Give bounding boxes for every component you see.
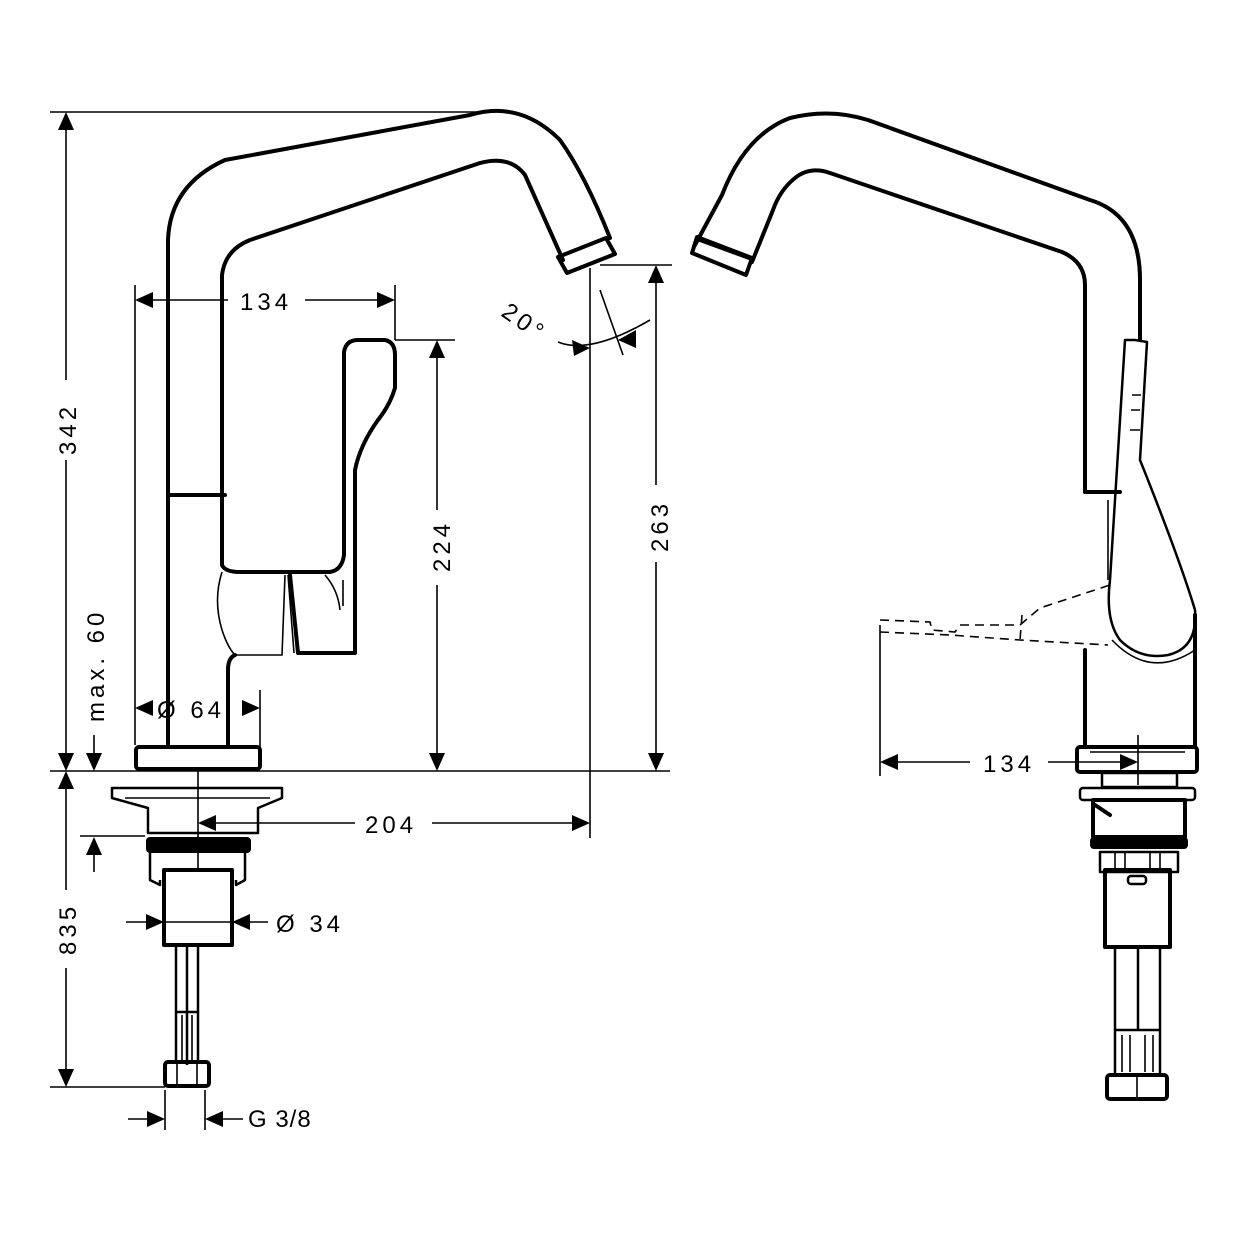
arrow-right — [147, 1111, 165, 1127]
arrow-up — [58, 771, 74, 789]
dim-hose-length: 835 — [55, 903, 82, 955]
lever-handle-grooves — [1130, 394, 1141, 431]
aerator-line — [698, 238, 754, 261]
arrow-right — [377, 292, 395, 308]
arrow-up — [58, 112, 74, 130]
dim-spout-reach: 134 — [240, 289, 292, 316]
shank-body — [162, 868, 234, 947]
arrow-left — [198, 815, 216, 831]
arrow-down — [648, 753, 664, 771]
arrow-down — [58, 1069, 74, 1087]
base-plate — [134, 745, 262, 771]
arrow-left — [205, 1111, 223, 1127]
arrow-up — [86, 837, 102, 855]
dim-lever-clearance: 134 — [983, 751, 1035, 778]
dim-spout-projection: 204 — [365, 812, 417, 839]
hose-ferrule-detail — [181, 1015, 193, 1060]
arrow-left — [232, 914, 250, 930]
arrow-right — [146, 914, 164, 930]
mounting-flange — [110, 786, 284, 835]
arrow-right — [1120, 754, 1138, 770]
dim-outlet-height: 263 — [647, 500, 674, 552]
lever-arc — [1111, 639, 1196, 664]
supply-hoses-side — [1113, 947, 1162, 1030]
arrow-left — [618, 330, 636, 348]
clamp-body-side — [1091, 798, 1187, 839]
arrow-down — [429, 753, 445, 771]
dim-swivel-angle: 20° — [497, 298, 552, 348]
lever-handle — [220, 338, 397, 655]
dimension-lines: 342 max. 60 835 134 224 2 — [50, 111, 674, 1133]
collar-key-side — [1126, 874, 1148, 886]
lever-alternate-position — [879, 584, 1111, 646]
arrow-up — [429, 340, 445, 358]
spout-outer-contour-side — [693, 111, 1142, 342]
arrow-right — [572, 815, 590, 831]
dim-base-diameter: Ø 64 — [157, 697, 225, 724]
arrow-down — [58, 753, 74, 771]
swivel-angle-line — [599, 289, 624, 356]
arrow-right — [572, 340, 590, 356]
side-view: 134 — [690, 111, 1199, 1101]
hose-nut — [163, 1060, 211, 1088]
arrow-left — [135, 700, 153, 716]
shank-body-side — [1103, 868, 1172, 949]
dim-shank-diameter: Ø 34 — [276, 911, 344, 938]
hose-nut-detail — [176, 1064, 198, 1085]
collar-detail-side — [1114, 852, 1161, 872]
arrow-left — [880, 754, 898, 770]
flange-lug-side — [1093, 803, 1112, 817]
dim-connection-thread: G 3/8 — [248, 1106, 312, 1133]
front-view — [110, 108, 617, 1088]
ferrule-detail-side — [1121, 1035, 1154, 1072]
lock-nut-side — [1090, 837, 1188, 849]
arrow-left — [135, 292, 153, 308]
cartridge-detail — [216, 571, 344, 656]
supply-hose — [174, 945, 200, 1065]
lever-handle-side — [1107, 338, 1197, 658]
dim-handle-height: 224 — [429, 520, 456, 572]
spout-outer-contour — [166, 108, 612, 497]
spout-aerator — [556, 236, 617, 275]
spacer-side — [1100, 771, 1179, 789]
body-waist — [226, 653, 237, 747]
arrow-down — [86, 753, 102, 771]
arrow-up — [648, 265, 664, 283]
spout-inner-contour — [220, 158, 565, 497]
arrow-right — [242, 700, 260, 716]
dim-max-deck-thickness: max. 60 — [83, 609, 110, 722]
angle-arc — [557, 319, 651, 347]
threaded-shank — [148, 853, 247, 887]
base-plate-side — [1075, 745, 1199, 774]
dim-overall-height: 342 — [55, 403, 82, 455]
spout-inner-contour-side — [750, 168, 1087, 494]
